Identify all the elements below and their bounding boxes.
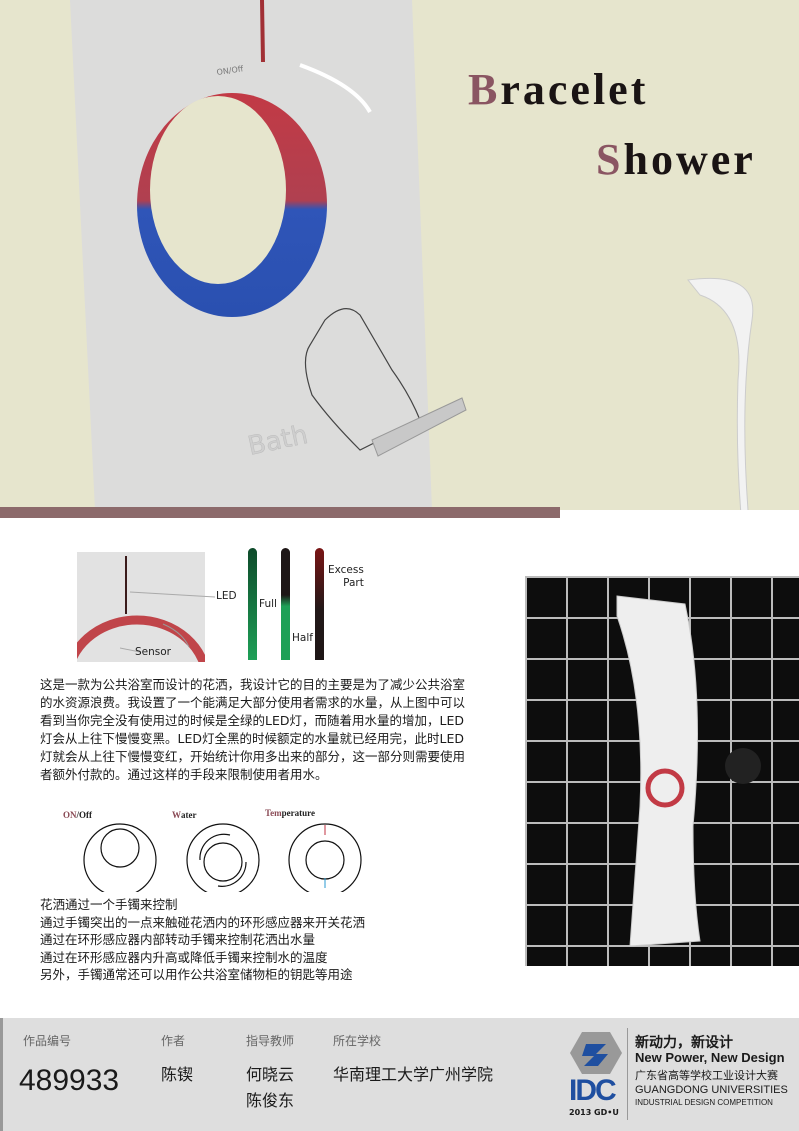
id-label: 作品编号	[23, 1034, 72, 1048]
led-bar-excess	[315, 548, 324, 660]
onoff-label: ON/Off	[216, 64, 244, 77]
advisor-values: 何晓云陈俊东	[246, 1065, 295, 1110]
divider-band	[0, 507, 560, 518]
control-label-water: Water	[172, 810, 197, 820]
led-bar-full	[248, 548, 257, 660]
onoff-inner-circle	[100, 828, 140, 868]
advisor-label: 指导教师	[246, 1034, 295, 1048]
control-label-temperature: Temperature	[265, 808, 315, 818]
logo-divider	[627, 1028, 628, 1120]
led-label: LED	[216, 590, 237, 602]
logo-year: 2013 GD•U	[569, 1108, 619, 1117]
title-bracelet: Bracelet	[468, 65, 649, 114]
shower-tiles-render	[525, 576, 799, 966]
author-value: 陈锲	[161, 1065, 194, 1084]
school-label: 所在学校	[333, 1034, 382, 1048]
led-bar-half	[281, 548, 290, 660]
idc-logo-icon	[570, 1032, 622, 1074]
control-description: 花洒通过一个手镯来控制通过手镯突出的一点来触碰花洒内的环形感应器来开关花洒通过在…	[40, 897, 366, 982]
hero-render: ON/Off Bath	[70, 0, 772, 556]
competition-info: 新动力，新设计 New Power, New Design 广东省高等学校工业设…	[635, 1034, 788, 1107]
school-value: 华南理工大学广州学院	[333, 1065, 494, 1084]
full-label: Full	[259, 598, 277, 610]
half-label: Half	[292, 632, 313, 644]
onoff-outer-circle	[83, 823, 157, 892]
callout-lines	[120, 591, 216, 653]
led-closeup	[77, 552, 205, 662]
footer: 作品编号 489933 作者 陈锲 指导教师 何晓云陈俊东 所在学校 华南理工大…	[0, 1018, 799, 1131]
author-label: 作者	[161, 1034, 186, 1048]
sensor-label: Sensor	[135, 646, 171, 658]
description-text: 这是一款为公共浴室而设计的花洒，我设计它的目的主要是为了减少公共浴室的水资源浪费…	[40, 677, 466, 782]
control-label-onoff: ON/Off	[63, 810, 92, 820]
logo-text: IDC	[569, 1074, 617, 1107]
hero-background: ON/Off Bath	[0, 0, 799, 556]
title-shower: Shower	[596, 135, 756, 184]
control-diagrams	[83, 823, 362, 892]
id-value: 489933	[19, 1064, 120, 1097]
